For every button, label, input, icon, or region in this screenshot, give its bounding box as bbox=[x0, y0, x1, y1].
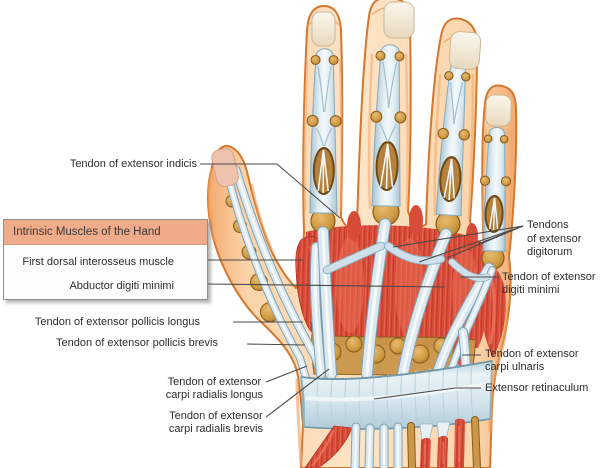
label-line: Tendon of extensor bbox=[485, 348, 579, 360]
label-tendon-extensor-indicis: Tendon of extensor indicis bbox=[69, 158, 197, 170]
skin-shading bbox=[207, 6, 513, 466]
fingernails bbox=[211, 1, 512, 187]
label-tendon-extensor-digiti-minimi: Tendon of extensor digiti minimi bbox=[502, 271, 596, 297]
label-tendon-extensor-pollicis-longus: Tendon of extensor pollicis longus bbox=[34, 316, 200, 328]
label-tendon-extensor-carpi-ulnaris: Tendon of extensor carpi ulnaris bbox=[485, 348, 579, 374]
label-line: Tendons bbox=[527, 219, 569, 231]
leader-carpi-radialis-longus bbox=[265, 365, 308, 383]
finger-middle bbox=[370, 44, 407, 207]
leader-digitorum-4 bbox=[477, 225, 524, 245]
leader-pollicis-brevis bbox=[246, 343, 306, 346]
label-line: carpi ulnaris bbox=[485, 361, 545, 373]
legend-item-first-dorsal-interosseus: First dorsal interosseus muscle bbox=[22, 256, 174, 268]
label-line: carpi radialis brevis bbox=[168, 423, 263, 435]
label-line: of extensor bbox=[527, 232, 582, 245]
label-line: Tendon of extensor bbox=[167, 376, 262, 388]
finger-ring bbox=[435, 62, 471, 217]
label-line: Tendon of extensor bbox=[502, 271, 596, 283]
label-line: carpi radialis longus bbox=[165, 389, 263, 401]
label-tendons-extensor-digitorum: Tendons of extensor digitorum bbox=[527, 219, 581, 260]
label-tendon-extensor-carpi-radialis-longus: Tendon of extensor carpi radialis longus bbox=[166, 376, 263, 402]
label-tendon-extensor-carpi-radialis-brevis: Tendon of extensor carpi radialis brevis bbox=[169, 410, 263, 436]
forearm-structures bbox=[304, 416, 481, 468]
leader-indicis bbox=[200, 163, 341, 219]
finger-index bbox=[306, 48, 342, 214]
leader-abductor-digiti-minimi bbox=[206, 283, 446, 288]
label-tendon-extensor-pollicis-brevis: Tendon of extensor pollicis brevis bbox=[55, 337, 218, 349]
leader-retinaculum bbox=[373, 387, 481, 400]
leader-carpi-radialis-brevis bbox=[265, 368, 330, 418]
legend-box-title: Intrinsic Muscles of the Hand bbox=[4, 220, 207, 245]
leader-digitorum-1 bbox=[392, 225, 524, 248]
label-extensor-retinaculum: Extensor retinaculum bbox=[485, 382, 589, 394]
leader-digitorum-2 bbox=[418, 225, 524, 263]
label-line: Tendon of extensor bbox=[169, 410, 263, 422]
label-line: digitorum bbox=[527, 246, 573, 258]
intrinsic-muscles-legend-box: Intrinsic Muscles of the Hand First dors… bbox=[3, 219, 208, 300]
legend-item-abductor-digiti-minimi: Abductor digiti minimi bbox=[69, 280, 174, 292]
label-line: digiti minimi bbox=[502, 284, 560, 296]
finger-pinky bbox=[479, 127, 512, 252]
